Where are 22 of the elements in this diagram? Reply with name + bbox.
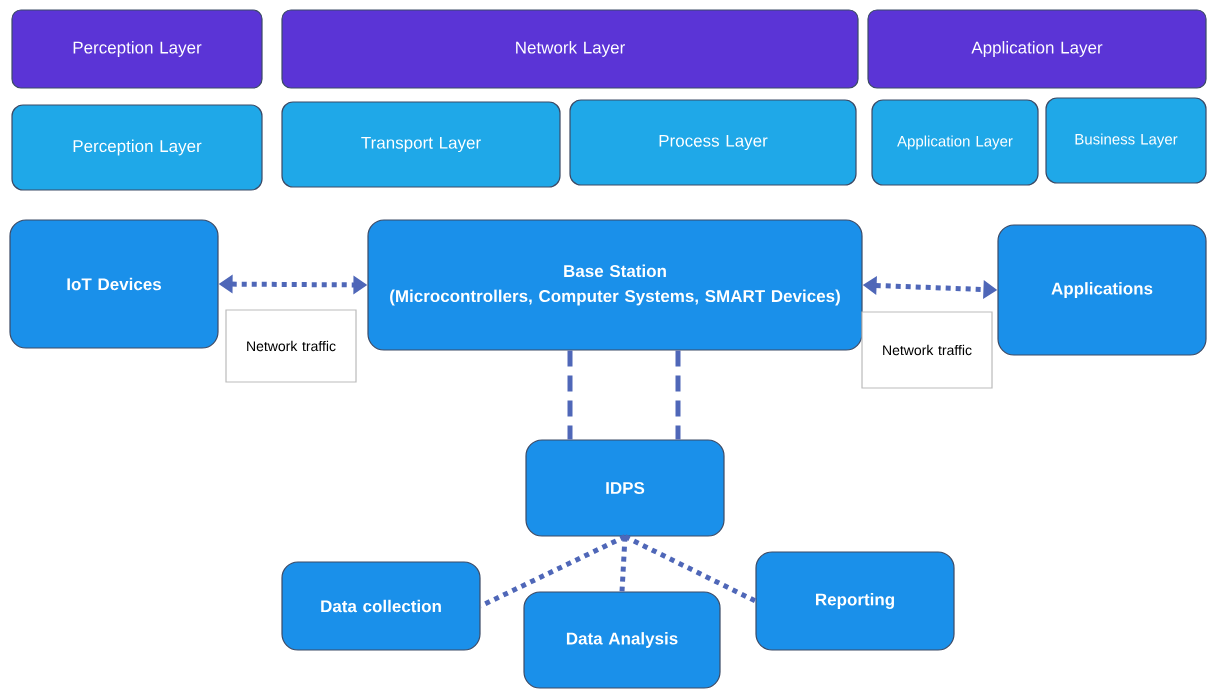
layer-box: Network Layer	[281, 9, 859, 89]
layer-box: Perception Layer	[11, 9, 263, 89]
connector-line	[479, 534, 627, 609]
connector-line	[675, 350, 681, 440]
note-box: Network traffic	[861, 311, 993, 389]
layer-box: Transport Layer	[281, 101, 561, 188]
layer-box: Process Layer	[569, 99, 857, 186]
process-box: IoT Devices	[9, 219, 219, 349]
process-box: Data Analysis	[523, 591, 721, 689]
note-box: Network traffic	[225, 309, 357, 383]
process-box: Data collection	[281, 561, 481, 651]
process-box: Base Station (Microcontrollers, Computer Systems, SMART Devices)	[367, 219, 863, 351]
layer-box: Application Layer	[867, 9, 1207, 89]
process-box: Applications	[997, 224, 1207, 356]
layer-box: Perception Layer	[11, 104, 263, 191]
connector-line	[567, 350, 573, 440]
layer-box: Business Layer	[1045, 97, 1207, 184]
connector-line	[619, 536, 628, 592]
connector-line	[623, 534, 757, 604]
process-box: Reporting	[755, 551, 955, 651]
process-box: IDPS	[525, 439, 725, 537]
layer-box: Application Layer	[871, 99, 1039, 186]
